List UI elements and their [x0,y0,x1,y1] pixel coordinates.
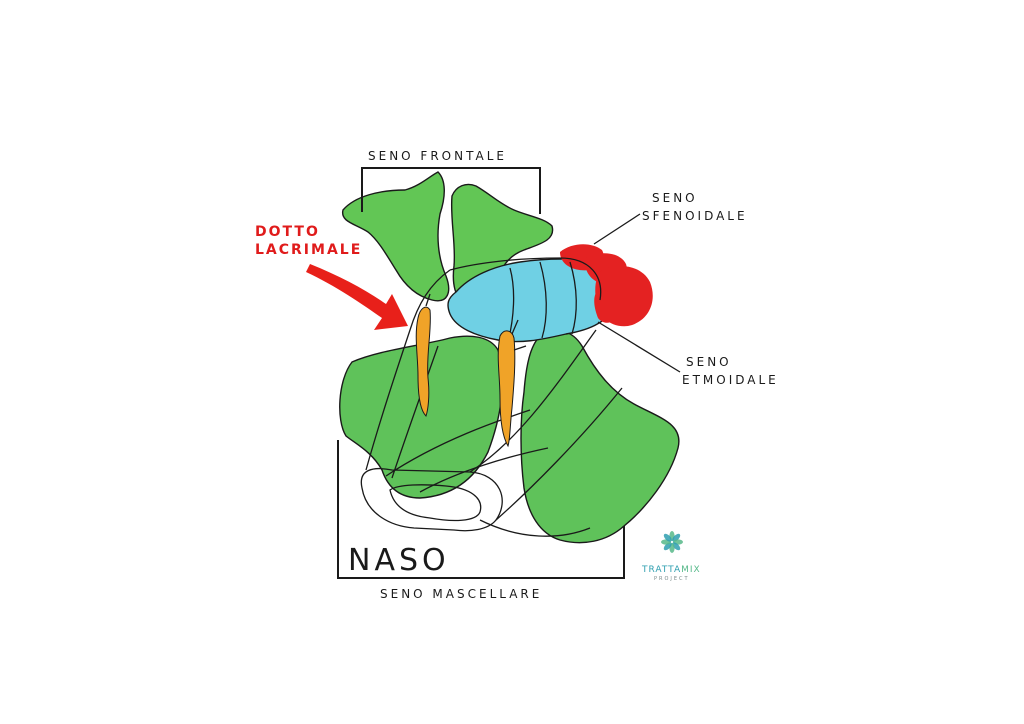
frontal-sinus-left [342,171,450,302]
logo-flower-icon [661,531,683,553]
pointer-lines [593,213,681,373]
trattamix-logo: TRATTAMIX PROJECT [641,531,701,582]
label-seno-etmoidale-1: SENO [686,355,732,369]
label-seno-etmoidale-2: ETMOIDALE [682,373,779,387]
label-seno-mascellare: SENO MASCELLARE [380,587,542,601]
logo-petal [663,533,672,542]
label-seno-sfenoidale-1: SENO [652,191,698,205]
nasal-outline [360,257,623,537]
sphenoid-pointer [593,213,641,245]
logo-petal [672,542,681,551]
label-seno-sfenoidale-2: SFENOIDALE [642,209,748,223]
logo-petal [672,533,681,542]
logo-tagline: PROJECT [654,576,690,582]
logo-name: TRATTAMIX [641,565,701,575]
frontal-bracket [361,167,541,214]
label-naso: NASO [348,543,450,578]
ethmoid-pointer [597,321,681,373]
tear-duct-tips [425,293,527,351]
maxillary-sinus-right [520,329,680,544]
logo-petal [663,542,672,551]
dotto-lacrimale-arrow [306,264,408,330]
label-dotto-lacrimale-2: LACRIMALE [255,242,362,258]
maxillary-bracket [337,440,625,579]
logo-name-part2: MIX [681,565,701,575]
brackets [337,167,625,579]
label-dotto-lacrimale-1: DOTTO [255,224,320,240]
logo-name-part1: TRATTA [641,565,681,575]
maxillary-sinus-left [339,335,504,499]
tear-duct-left [415,306,431,417]
sphenoid-sinus [560,244,653,327]
label-seno-frontale: SENO FRONTALE [368,149,507,163]
tear-duct-right [497,330,516,448]
